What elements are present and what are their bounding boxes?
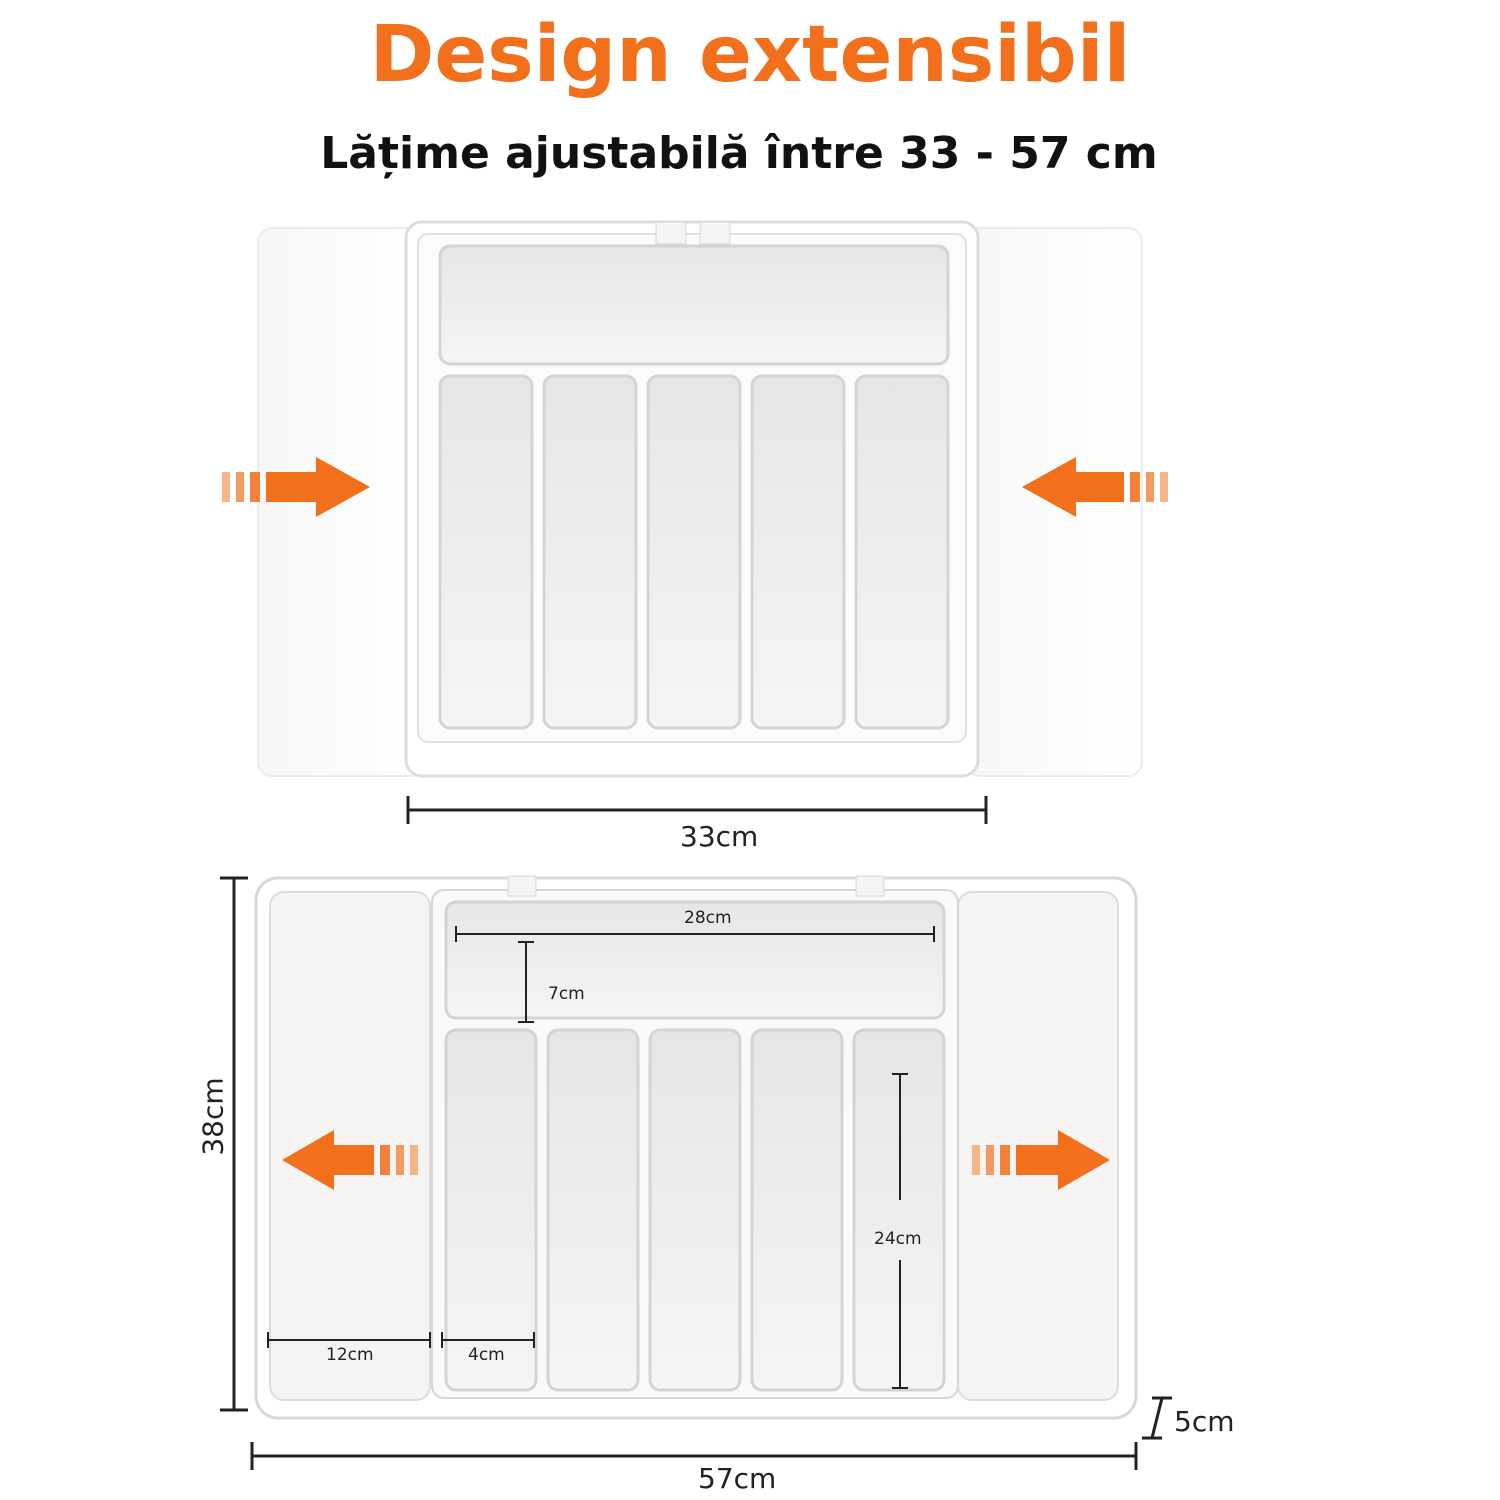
orange-arrow-icon: [282, 1130, 418, 1190]
collapsed-tray: [257, 220, 1143, 778]
width-extended-label: 57cm: [698, 1462, 777, 1495]
collapsed-utensil-slots: [438, 374, 950, 730]
slot-length-label: 24cm: [874, 1229, 922, 1249]
orange-arrow-icon: [1022, 457, 1168, 517]
collapsed-top-compartment: [438, 244, 950, 366]
orange-arrow-icon: [222, 457, 370, 517]
dimension-line-33: [406, 796, 988, 824]
slot-width-label: 4cm: [468, 1345, 505, 1365]
extended-tray: [254, 875, 1138, 1420]
extended-top-compartment: [444, 900, 946, 1020]
width-collapsed-label: 33cm: [680, 820, 759, 853]
page-title: Design extensibil: [369, 10, 1131, 100]
dimension-line-38: [220, 876, 248, 1412]
orange-arrow-icon: [972, 1130, 1110, 1190]
height-label: 5cm: [1174, 1405, 1235, 1438]
side-compartment-width-label: 12cm: [326, 1345, 374, 1365]
internal-dimension-lines: [267, 926, 935, 1389]
page-subtitle: Lățime ajustabilă între 33 - 57 cm: [320, 128, 1158, 179]
top-compartment-depth-label: 7cm: [548, 984, 585, 1004]
dimension-line-5: [1142, 1396, 1172, 1440]
depth-label: 38cm: [196, 1077, 230, 1156]
top-compartment-width-label: 28cm: [684, 908, 732, 928]
extended-utensil-slots: [444, 1028, 946, 1392]
dimension-line-57: [250, 1442, 1138, 1470]
